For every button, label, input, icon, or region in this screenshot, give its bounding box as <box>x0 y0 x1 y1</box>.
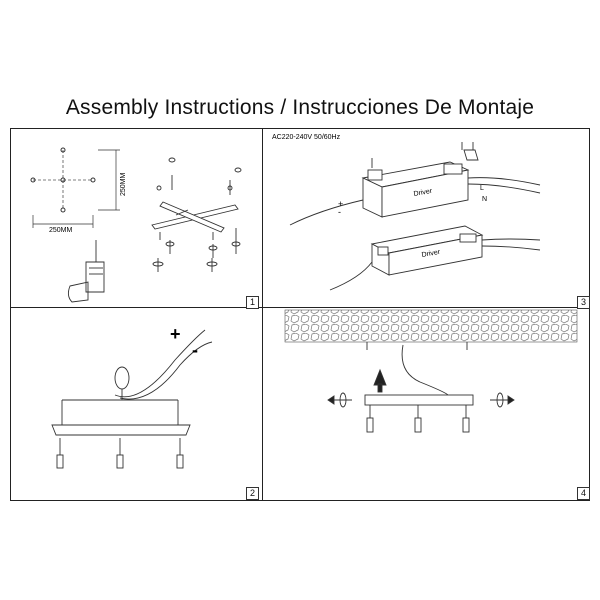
wire-plus-label: + <box>170 324 181 344</box>
drill-icon <box>67 240 105 303</box>
page-title: Assembly Instructions / Instrucciones De… <box>65 96 535 119</box>
dc-plus-label: + <box>338 199 343 209</box>
panel-number-1: 1 <box>246 296 259 309</box>
driver-label-open: Driver <box>413 188 433 198</box>
ceiling-surface <box>284 309 578 343</box>
fixture-connection <box>51 329 213 469</box>
fixture-mounting <box>327 342 515 433</box>
grid-divider-vertical <box>262 128 263 501</box>
dimension-width-label: 250MM <box>49 227 73 234</box>
driver-open <box>289 142 541 226</box>
driver-label-closed: Driver <box>421 249 441 259</box>
dimension-height-label: 250MM <box>120 172 127 196</box>
panel-number-3: 3 <box>577 296 590 309</box>
dc-minus-label: - <box>338 207 341 217</box>
voltage-label: AC220-240V 50/60Hz <box>272 134 341 141</box>
grid-divider-horizontal <box>10 307 590 308</box>
driver-closed <box>329 225 541 291</box>
instruction-grid <box>10 128 590 501</box>
neutral-label: N <box>482 196 487 203</box>
panel-number-4: 4 <box>577 487 590 500</box>
mounting-bracket-exploded <box>151 157 242 272</box>
wire-minus-label: - <box>192 340 198 360</box>
panel-number-2: 2 <box>246 487 259 500</box>
live-label: L <box>480 185 484 192</box>
panel-1-cross-dimension <box>30 147 120 228</box>
